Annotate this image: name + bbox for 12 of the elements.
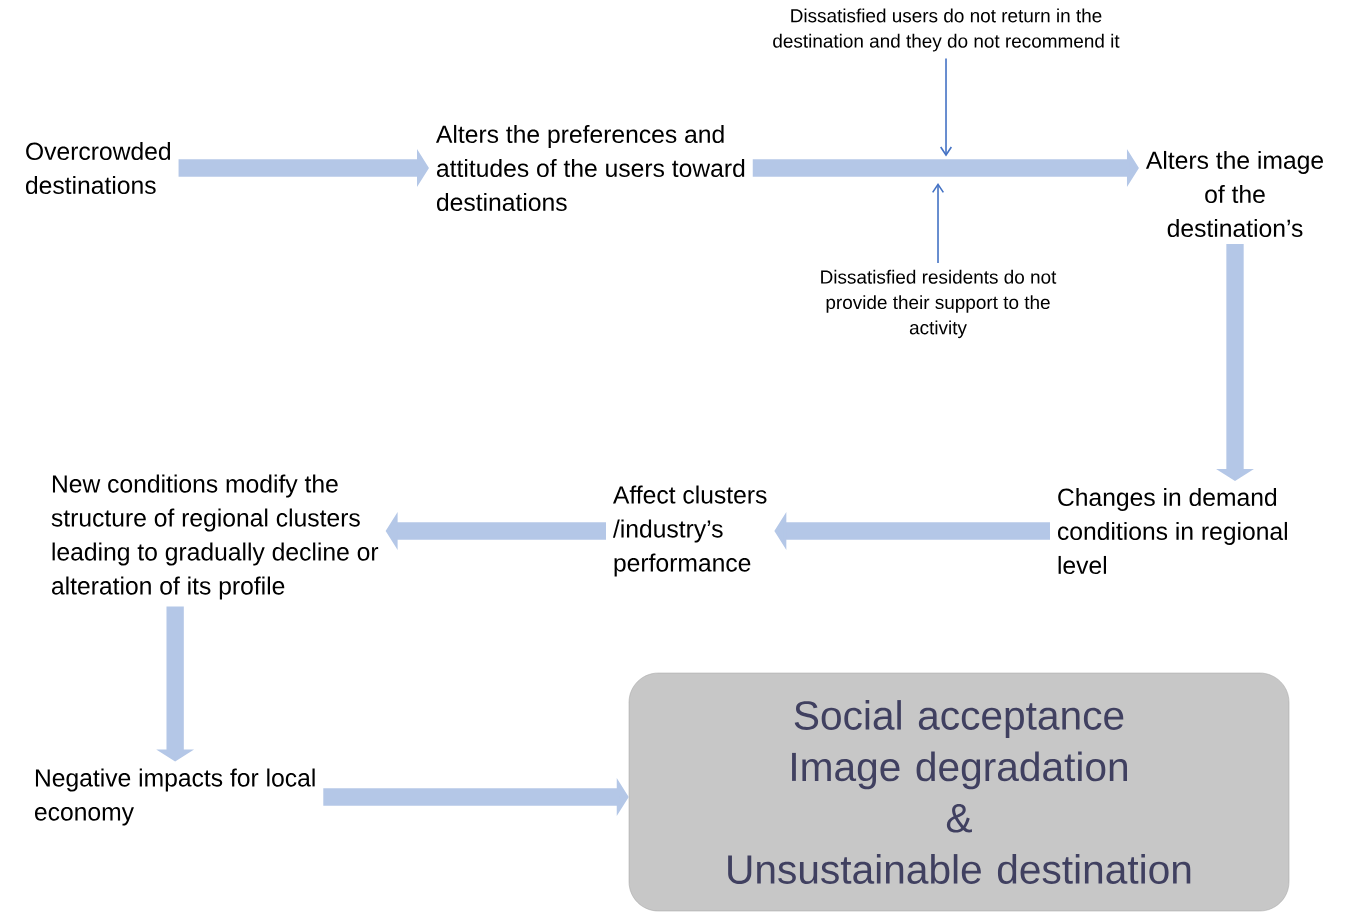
text-label: Overcrowded destinations <box>26 141 170 195</box>
text-label: Dissatisfied residents do not provide their support to the activity <box>821 269 1057 339</box>
text-label: Changes in demand conditions in regional level <box>1058 487 1287 575</box>
text-label: Alters the image of the destination’s <box>1145 150 1323 238</box>
text-label: Negative impacts for local economy <box>35 768 315 826</box>
text-label: Affect clusters /industry’s performance <box>612 485 767 577</box>
thin-arrow <box>931 182 945 264</box>
result-box: Social acceptance Image degradation & Unsustainable destination <box>628 672 1290 912</box>
thin-arrow <box>939 57 953 157</box>
text-label: New conditions modify the structure of regional clusters leading to gradually decline or alteration of its profile <box>51 474 379 600</box>
text-label: Alters the preferences and attitudes of the users toward destinations <box>436 124 745 212</box>
text-label: Dissatisfied users do not return in the destination and they do not recommend it <box>773 8 1120 52</box>
